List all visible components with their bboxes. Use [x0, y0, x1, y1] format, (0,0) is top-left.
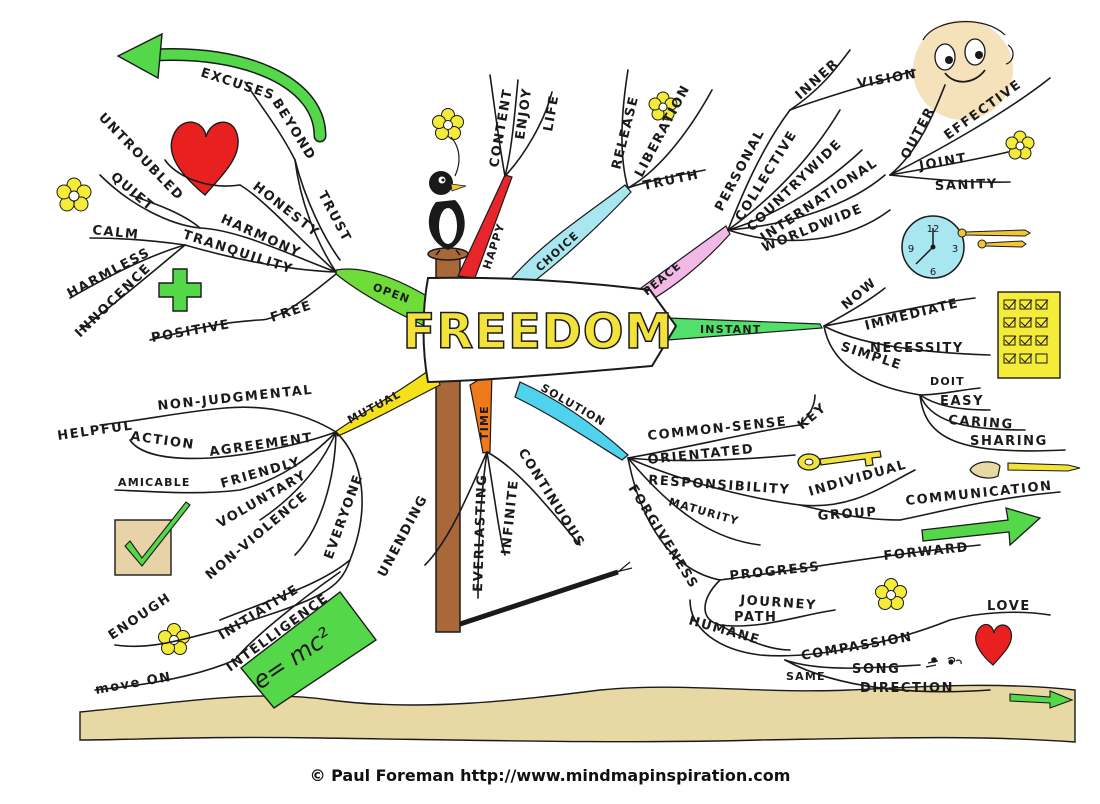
word-vision: VISION: [856, 67, 918, 92]
clock-number-12: 12: [927, 224, 940, 235]
word-direction: DIRECTION: [860, 681, 954, 696]
word-song: SONG: [852, 662, 900, 677]
key-icon: [797, 450, 882, 471]
clock-number-9: 9: [908, 244, 914, 255]
word-doit: DOIT: [930, 375, 965, 388]
word-maturity: MATURITY: [667, 495, 740, 528]
bird-icon: [428, 136, 467, 256]
word-caring: CARING: [948, 413, 1014, 433]
checkbox-tick-icon: [114, 501, 191, 576]
clock-number-6: 6: [930, 267, 936, 278]
center-title: FREEDOM: [403, 304, 674, 360]
heart-bottom-right-icon: [975, 623, 1013, 666]
word-enjoy: ENJOY: [513, 86, 535, 140]
green-plus-icon: [158, 268, 202, 312]
word-unending: UNENDING: [375, 492, 431, 580]
connector-lines: [69, 49, 1066, 693]
flower-right-icon: [1005, 130, 1035, 160]
branch-solution: [514, 381, 629, 461]
word-journey: JOURNEY: [739, 593, 818, 613]
word-joint: JOINT: [917, 151, 968, 174]
word-necessity: NECESSITY: [870, 341, 964, 356]
copyright-footer: © Paul Foreman http://www.mindmapinspira…: [309, 766, 791, 785]
pen-pencil-icon: [969, 461, 1081, 479]
word-compassion: COMPASSION: [800, 630, 914, 664]
green-arrow-top-left-icon: [116, 32, 327, 143]
branch-label-instant: INSTANT: [700, 323, 762, 336]
word-infinite: INFINITE: [499, 479, 522, 556]
flower-peace-icon: [648, 91, 678, 121]
green-arrow-right-icon: [921, 507, 1042, 547]
word-same: SAME: [786, 670, 826, 683]
word-forgiveness: FORGIVENESS: [625, 482, 701, 592]
flower-bird-icon: [432, 108, 464, 140]
green-arrow-bottom-right-icon: [1009, 690, 1074, 709]
checklist-icon: [997, 291, 1061, 379]
word-inner: INNER: [793, 56, 843, 103]
word-easy: EASY: [940, 394, 984, 409]
word-responsibility: RESPONSIBILITY: [648, 473, 791, 498]
word-group: GROUP: [817, 505, 878, 524]
word-everlasting: EVERLASTING: [471, 473, 490, 592]
word-orientated: ORIENTATED: [647, 442, 755, 468]
word-content: CONTENT: [487, 87, 516, 169]
word-amicable: AMICABLE: [118, 476, 191, 489]
word-path: PATH: [734, 610, 778, 625]
word-now: NOW: [839, 275, 880, 313]
word-love: LOVE: [987, 599, 1031, 614]
ground-strip: [79, 684, 1076, 743]
clock-icon: 12 3 6 9: [901, 215, 1031, 279]
branch-mutual: [334, 364, 441, 437]
flower-bottom-right-icon: [875, 578, 907, 610]
word-forward: FORWARD: [883, 540, 970, 564]
word-sharing: SHARING: [970, 434, 1048, 449]
word-sanity: SANITY: [935, 177, 999, 194]
word-calm: CALM: [92, 223, 141, 243]
word-everyone: EVERYONE: [322, 472, 367, 561]
word-moveon: move ON: [94, 670, 173, 698]
word-continuous: CONTINUOUS: [515, 446, 588, 550]
word-communication: COMMUNICATION: [905, 479, 1054, 509]
word-free: FREE: [269, 298, 315, 326]
word-positive: POSITIVE: [150, 317, 232, 346]
flower-bottom-left-icon: [158, 623, 190, 655]
music-notes-icon: [925, 656, 962, 668]
word-trust: TRUST: [314, 189, 353, 245]
word-immediate: IMMEDIATE: [863, 296, 960, 334]
smiley-face-icon: [913, 20, 1014, 120]
word-life: LIFE: [541, 93, 562, 132]
mind-map-canvas: 12 3 6 9: [56, 20, 1081, 743]
flower-left-icon: [56, 177, 92, 212]
freedom-sign: FREEDOM: [402, 276, 678, 384]
clock-number-3: 3: [952, 244, 958, 255]
word-progress: PROGRESS: [729, 560, 821, 584]
heart-top-left-icon: [170, 121, 239, 196]
branch-label-time: TIME: [478, 405, 491, 440]
word-helpful: HELPFUL: [56, 418, 134, 444]
word-release: RELEASE: [609, 94, 642, 171]
word-nonjudgmental: NON-JUDGMENTAL: [157, 383, 314, 414]
